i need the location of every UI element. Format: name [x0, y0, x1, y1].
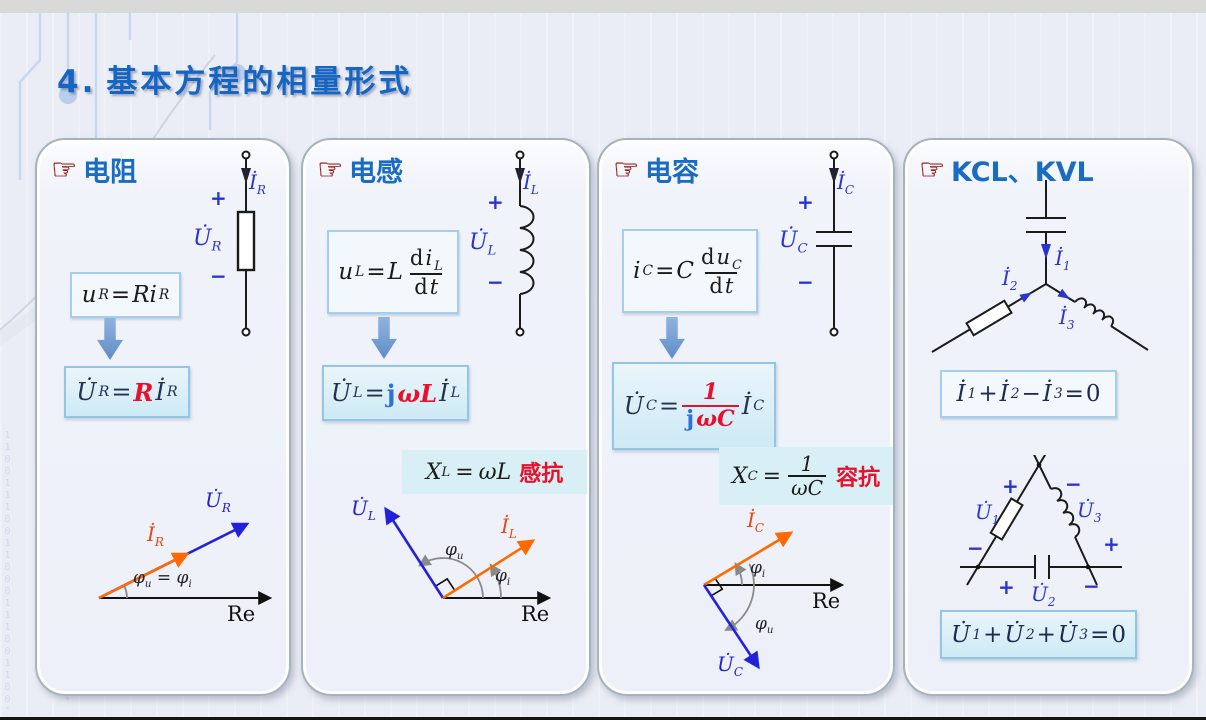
- panel-kirchhoff-title: KCL、KVL: [951, 157, 1094, 188]
- plus-sign: +: [998, 575, 1015, 599]
- current-arrow: [829, 168, 839, 184]
- kcl-node-circuit: [931, 180, 1149, 353]
- phi-i-label: φi: [495, 566, 511, 589]
- current-label: İL: [523, 170, 539, 197]
- pointing-hand-icon: ☞: [317, 152, 343, 186]
- panel-resistor-header: ☞ 电阻: [51, 150, 137, 189]
- i2-label: İ2: [1002, 266, 1018, 293]
- i2-arrow: [1019, 292, 1032, 303]
- panel-capacitor-title: 电容: [645, 157, 699, 188]
- i3-label: İ3: [1059, 305, 1075, 332]
- i1-arrow: [1041, 244, 1051, 259]
- current-arrow: [241, 168, 251, 184]
- phasor-u-label: U̇R: [205, 488, 231, 515]
- voltage-label: U̇L: [469, 230, 497, 259]
- phasor-i-label: İL: [501, 514, 517, 541]
- binary-column-decoration: 1100111001100011100110011100110001110011…: [2, 430, 13, 710]
- panel-resistor-title: 电阻: [83, 157, 137, 188]
- u3-label: U̇3: [1077, 498, 1102, 525]
- capacitor-phasor-diagram: İC φi φu U̇C Re: [649, 508, 879, 688]
- i3-arrow: [1057, 288, 1070, 299]
- current-label: İC: [837, 170, 855, 197]
- panel-capacitor-header: ☞ 电容: [613, 150, 699, 189]
- plus-sign: +: [487, 190, 504, 214]
- inductor-phasor-diagram: U̇L İL φu φi Re: [343, 480, 583, 655]
- panel-inductor-header: ☞ 电感: [317, 150, 403, 189]
- kvl-loop-circuit: [960, 455, 1122, 586]
- reactance-name: 容抗: [836, 466, 881, 491]
- panel-inductor-title: 电感: [349, 157, 403, 188]
- re-axis-label: Re: [521, 602, 550, 626]
- minus-sign: −: [210, 264, 227, 288]
- reactance-name: 感抗: [519, 462, 564, 487]
- pointing-hand-icon: ☞: [613, 152, 639, 186]
- phi-u-label: φu: [755, 614, 774, 637]
- page-title: 4.基本方程的相量形式: [57, 56, 412, 101]
- u2-label: U̇2: [1031, 582, 1056, 609]
- bottom-black-bar: [0, 717, 1206, 720]
- phi-u-label: φu: [445, 540, 464, 563]
- down-arrow: [97, 318, 123, 360]
- minus-sign: −: [967, 536, 984, 560]
- plus-sign: +: [1002, 474, 1019, 498]
- pointing-hand-icon: ☞: [919, 152, 945, 186]
- phasor-u-label: U̇L: [351, 496, 376, 523]
- down-arrow: [659, 317, 685, 359]
- i1-label: İ1: [1055, 246, 1071, 273]
- minus-sign: −: [487, 270, 504, 294]
- resistor-circuit-diagram: [236, 150, 256, 337]
- minus-sign: −: [1065, 472, 1082, 496]
- title-text: 基本方程的相量形式: [106, 64, 413, 100]
- current-label: İR: [249, 170, 266, 197]
- voltage-label: U̇R: [193, 226, 222, 255]
- capacitor-circuit-diagram: [816, 150, 852, 337]
- kvl-equation: U̇1 + U̇2 + U̇3 = 0: [940, 610, 1137, 659]
- inductor-circuit-diagram: [515, 150, 535, 337]
- current-arrow: [515, 168, 525, 184]
- phasor-i-label: İR: [147, 522, 164, 549]
- down-arrow: [371, 317, 397, 359]
- resistor-phasor-diagram: U̇R İR φu = φi Re: [57, 470, 282, 650]
- re-axis-label: Re: [227, 602, 256, 626]
- u1-label: U̇1: [975, 500, 1000, 527]
- phi-i-label: φi: [750, 558, 766, 581]
- panel-kirchhoff-header: ☞ KCL、KVL: [919, 150, 1094, 189]
- phasor-i-label: İC: [747, 508, 765, 535]
- plus-sign: +: [210, 186, 227, 210]
- phase-angle-label: φu = φi: [133, 568, 192, 591]
- voltage-label: U̇C: [779, 228, 808, 257]
- plus-sign: +: [1103, 532, 1120, 556]
- re-axis-label: Re: [812, 589, 841, 613]
- minus-sign: −: [797, 270, 814, 294]
- minus-sign: −: [1083, 574, 1100, 598]
- pointing-hand-icon: ☞: [51, 152, 77, 186]
- phasor-u-label: U̇C: [717, 652, 744, 679]
- top-gray-bar: [0, 0, 1206, 13]
- plus-sign: +: [797, 190, 814, 214]
- title-number: 4.: [57, 64, 97, 100]
